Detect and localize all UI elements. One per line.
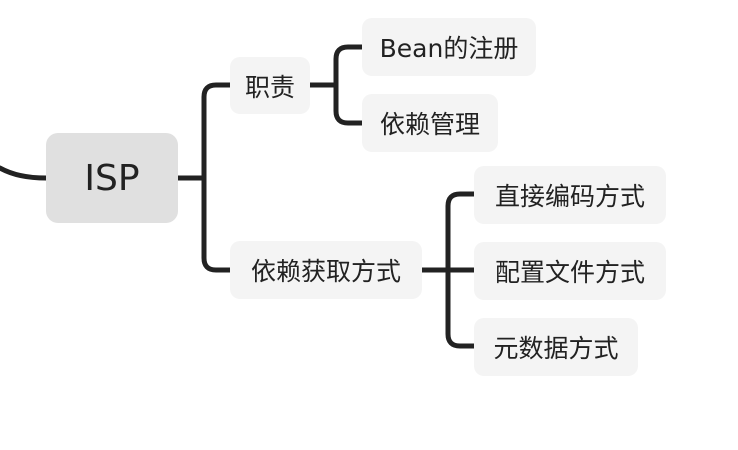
leaf-node-dependency-management[interactable]: 依赖管理 [362, 94, 498, 152]
leaf-node-config-file[interactable]: 配置文件方式 [474, 242, 666, 300]
leaf-node-label: 配置文件方式 [494, 258, 645, 287]
branch-node-duty[interactable]: 职责 [230, 57, 310, 114]
leaf-node-direct-coding[interactable]: 直接编码方式 [474, 166, 666, 224]
connector-incoming [0, 165, 49, 181]
connector-duty-spine [333, 44, 365, 126]
leaf-node-bean-registration[interactable]: Bean的注册 [362, 18, 536, 76]
root-node-isp[interactable]: ISP [46, 133, 178, 223]
branch-node-label: 依赖获取方式 [250, 257, 401, 286]
branch-node-label: 职责 [244, 72, 295, 102]
leaf-node-label: 依赖管理 [379, 110, 480, 139]
leaf-node-metadata[interactable]: 元数据方式 [474, 318, 638, 376]
branch-node-dependency-fetch[interactable]: 依赖获取方式 [230, 241, 422, 299]
root-node-label: ISP [84, 157, 140, 199]
leaf-node-label: 元数据方式 [493, 334, 619, 363]
leaf-node-label: 直接编码方式 [494, 182, 645, 211]
connector-branch-spine [201, 82, 233, 273]
leaf-node-label: Bean的注册 [379, 34, 519, 63]
connector-fetch-spine [445, 191, 477, 349]
